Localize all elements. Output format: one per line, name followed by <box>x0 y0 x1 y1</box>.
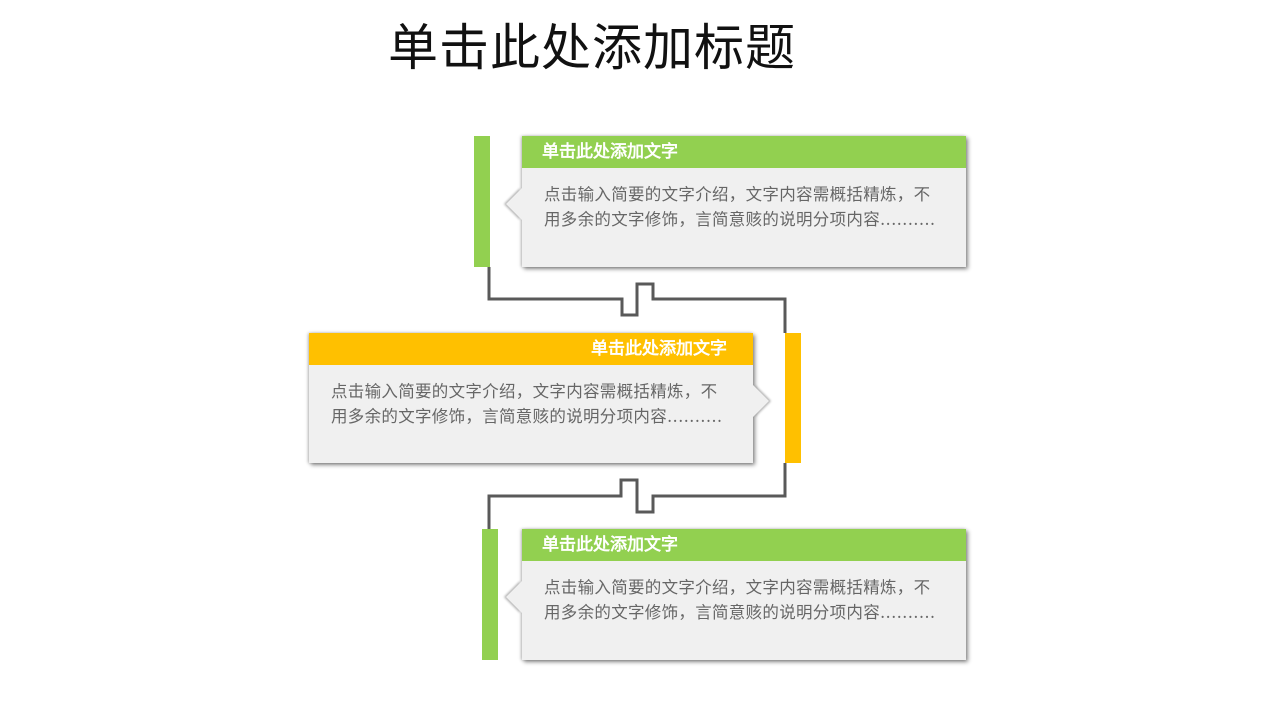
text-card-1[interactable]: 单击此处添加文字 点击输入简要的文字介绍，文字内容需概括精炼，不用多余的文字修饰… <box>506 136 966 267</box>
card-body-1[interactable]: 点击输入简要的文字介绍，文字内容需概括精炼，不用多余的文字修饰，言简意赅的说明分… <box>544 185 936 229</box>
accent-bar-2 <box>785 333 801 463</box>
connector-1-to-2 <box>487 267 787 333</box>
card-body-2[interactable]: 点击输入简要的文字介绍，文字内容需概括精炼，不用多余的文字修饰，言简意赅的说明分… <box>331 382 723 426</box>
pointer-notch-2 <box>753 385 769 417</box>
card-heading-1[interactable]: 单击此处添加文字 <box>522 136 966 168</box>
accent-bar-1 <box>474 136 490 267</box>
card-heading-3[interactable]: 单击此处添加文字 <box>522 529 966 561</box>
pointer-notch-3 <box>506 581 522 613</box>
connector-2-to-3 <box>487 463 787 529</box>
text-card-3[interactable]: 单击此处添加文字 点击输入简要的文字介绍，文字内容需概括精炼，不用多余的文字修饰… <box>506 529 966 660</box>
pointer-notch-1 <box>506 188 522 220</box>
slide-title[interactable]: 单击此处添加标题 <box>388 19 796 77</box>
card-body-3[interactable]: 点击输入简要的文字介绍，文字内容需概括精炼，不用多余的文字修饰，言简意赅的说明分… <box>544 578 936 622</box>
text-card-2[interactable]: 单击此处添加文字 点击输入简要的文字介绍，文字内容需概括精炼，不用多余的文字修饰… <box>309 333 769 463</box>
card-heading-2[interactable]: 单击此处添加文字 <box>309 333 753 365</box>
accent-bar-3 <box>482 529 498 660</box>
